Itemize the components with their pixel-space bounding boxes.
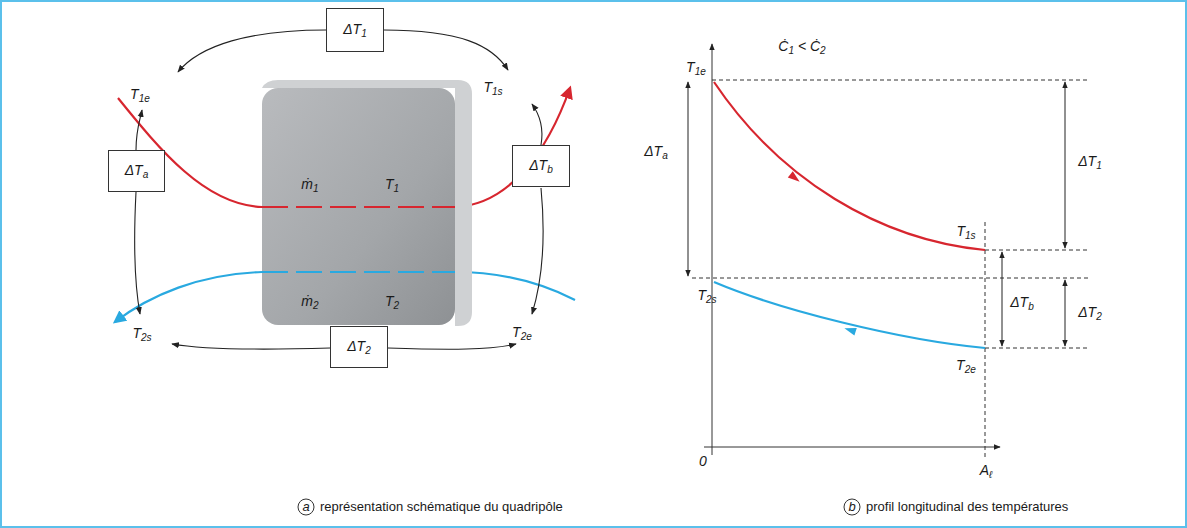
cold-profile — [714, 282, 985, 348]
caption-circle — [298, 499, 314, 515]
box-label: ΔT2 — [347, 339, 371, 354]
symbol-label: ΔT2 — [1078, 305, 1102, 320]
delta-box: ΔTa — [108, 150, 165, 192]
symbol-label: T1s — [483, 80, 502, 95]
symbol-label: T2e — [956, 358, 976, 373]
stream-label: ṁ2 — [301, 294, 318, 309]
cold-arrowhead — [844, 328, 856, 335]
symbol-label: ΔTa — [644, 144, 668, 159]
symbol-label: T2e — [512, 325, 532, 340]
hot-profile — [714, 82, 985, 250]
symbol-label: 0 — [699, 454, 707, 469]
delta-box: ΔTb — [512, 145, 570, 187]
guide-lines — [692, 80, 1090, 460]
box-label: ΔTb — [529, 158, 553, 173]
stream-label: T2 — [385, 294, 399, 309]
symbol-label: T2s — [697, 288, 716, 303]
symbol-label: T1e — [130, 87, 150, 102]
block-front — [262, 88, 455, 325]
box-label: ΔTa — [125, 163, 149, 178]
hot-stream — [455, 88, 570, 207]
stream-label: ṁ1 — [301, 177, 318, 192]
caption-letter: b — [848, 500, 855, 514]
symbol-label: T1e — [686, 60, 706, 75]
exchanger-block: ṁ1 T1 ṁ2 T2 — [262, 88, 455, 325]
caption-text: profil longitudinal des températures — [866, 500, 1068, 514]
cold-stream — [455, 272, 575, 300]
symbol-label: ΔTb — [1010, 295, 1034, 310]
delta-box: ΔT1 — [326, 8, 384, 52]
stream-label: T1 — [385, 177, 399, 192]
axes — [704, 44, 1000, 455]
hot-arrowhead — [788, 171, 800, 182]
caption-text: représentation schématique du quadripôle — [320, 500, 563, 514]
block-side — [262, 80, 472, 326]
caption-letter: a — [302, 500, 309, 514]
box-label: ΔT1 — [343, 22, 367, 37]
cold-stream-inside — [262, 271, 455, 273]
hot-stream-inside — [262, 206, 455, 208]
symbol-label: Ċ1 < Ċ2 — [778, 39, 825, 54]
delta-box: ΔT2 — [330, 326, 388, 368]
caption-circle — [844, 499, 860, 515]
symbol-label: T1s — [956, 224, 975, 239]
leader-arrows — [135, 30, 543, 349]
symbol-label: ΔT1 — [1078, 154, 1102, 169]
dimension-arrows — [688, 82, 1065, 346]
symbol-label: Aℓ — [980, 463, 993, 478]
symbol-label: T2s — [132, 326, 151, 341]
